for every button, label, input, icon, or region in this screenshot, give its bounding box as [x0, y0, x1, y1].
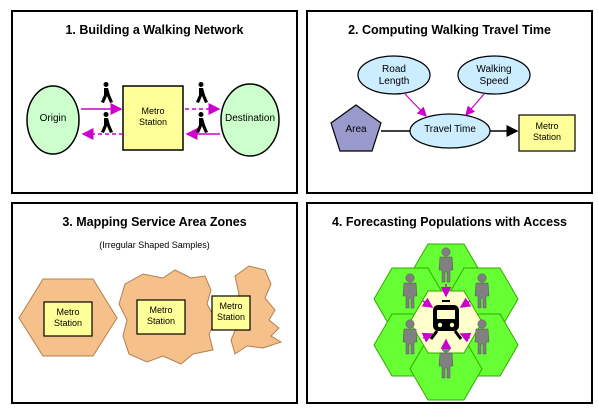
origin-oval — [26, 85, 80, 155]
metro-label-line1: Metro — [535, 121, 559, 131]
metro-label-line1: Metro — [141, 106, 165, 116]
population-hex-diagram — [373, 243, 519, 401]
origin-label: Origin — [39, 113, 67, 124]
walking-label-line1: Walking — [476, 64, 512, 75]
panel-title: 2. Computing Walking Travel Time — [348, 23, 551, 37]
service-zones-diagram — [18, 265, 283, 365]
panel-subtitle: (Irregular Shaped Samples) — [99, 240, 210, 250]
metro-label-line2: Station — [53, 318, 83, 328]
panel-populations-access: 4. Forecasting Populations with Access — [306, 202, 593, 404]
walking-person-icon — [101, 82, 113, 103]
access-arrow — [459, 297, 472, 308]
arrow-speed-to-travel — [465, 93, 485, 116]
destination-label: Destination — [224, 113, 276, 124]
access-arrow — [459, 332, 472, 343]
arrow-road-to-travel — [404, 93, 427, 117]
metro-label-line2: Station — [216, 312, 246, 322]
metro-label-line1: Metro — [219, 301, 243, 311]
panel-walking-network: 1. Building a Walking Network — [11, 10, 298, 194]
walking-person-icon — [196, 112, 208, 133]
area-pentagon — [330, 104, 382, 152]
panel-title: 1. Building a Walking Network — [65, 23, 244, 37]
access-arrow — [421, 332, 434, 343]
metro-station-box — [211, 295, 251, 331]
walking-person-icon — [196, 82, 208, 103]
area-label: Area — [345, 124, 367, 135]
panel-title: 3. Mapping Service Area Zones — [62, 215, 247, 229]
panel-service-area-zones: 3. Mapping Service Area Zones (Irregular… — [11, 202, 298, 404]
metro-label-line2: Station — [138, 117, 168, 127]
walking-label-line2: Speed — [479, 76, 509, 87]
metro-station-box — [43, 301, 93, 337]
road-label-line2: Length — [378, 76, 410, 87]
travel-time-diagram — [330, 55, 576, 152]
train-icon — [429, 300, 463, 340]
metro-label-line2: Station — [146, 316, 176, 326]
destination-oval — [220, 83, 280, 157]
walking-speed-oval — [457, 55, 531, 95]
panel-travel-time: 2. Computing Walking Travel Time Road Le… — [306, 10, 593, 194]
travel-time-label: Travel Time — [424, 124, 476, 135]
metro-station-box — [122, 85, 184, 151]
walking-network-diagram — [26, 82, 280, 157]
road-label-line1: Road — [382, 64, 406, 75]
access-arrow — [421, 297, 434, 308]
walking-person-icon — [101, 112, 113, 133]
metro-label-line1: Metro — [149, 305, 173, 315]
panel-title: 4. Forecasting Populations with Access — [331, 215, 567, 229]
metro-station-box — [518, 114, 576, 152]
metro-label-line2: Station — [532, 132, 562, 142]
road-length-oval — [357, 55, 431, 95]
metro-station-box — [136, 299, 186, 335]
metro-label-line1: Metro — [56, 307, 80, 317]
